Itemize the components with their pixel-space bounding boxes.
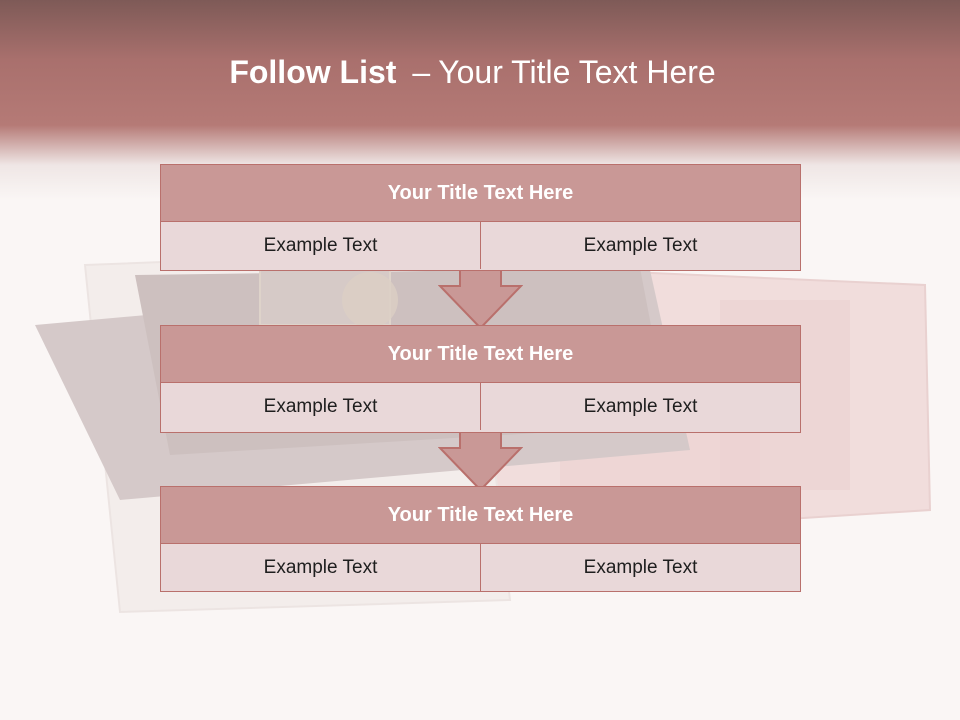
down-arrow-icon <box>438 262 523 330</box>
block-title: Your Title Text Here <box>161 326 800 383</box>
down-arrow-icon <box>438 424 523 492</box>
block-title: Your Title Text Here <box>161 165 800 222</box>
title-rest: Your Title Text Here <box>438 54 716 90</box>
block-title: Your Title Text Here <box>161 487 800 544</box>
title-bold: Follow List <box>229 54 397 90</box>
block-cell-right: Example Text <box>480 383 800 430</box>
list-block-1: Your Title Text Here Example Text Exampl… <box>160 164 801 271</box>
block-cell-right: Example Text <box>480 544 800 591</box>
list-block-2: Your Title Text Here Example Text Exampl… <box>160 325 801 433</box>
slide-title: Follow List–Your Title Text Here <box>0 54 945 91</box>
block-cell-left: Example Text <box>263 556 378 578</box>
block-row: Example Text Example Text <box>161 383 800 430</box>
block-row: Example Text Example Text <box>161 544 800 591</box>
block-cell-right: Example Text <box>480 222 800 269</box>
title-dash: – <box>412 54 431 90</box>
block-row: Example Text Example Text <box>161 222 800 269</box>
block-cell-left: Example Text <box>263 395 378 417</box>
block-cell-left: Example Text <box>263 234 378 256</box>
list-block-3: Your Title Text Here Example Text Exampl… <box>160 486 801 592</box>
